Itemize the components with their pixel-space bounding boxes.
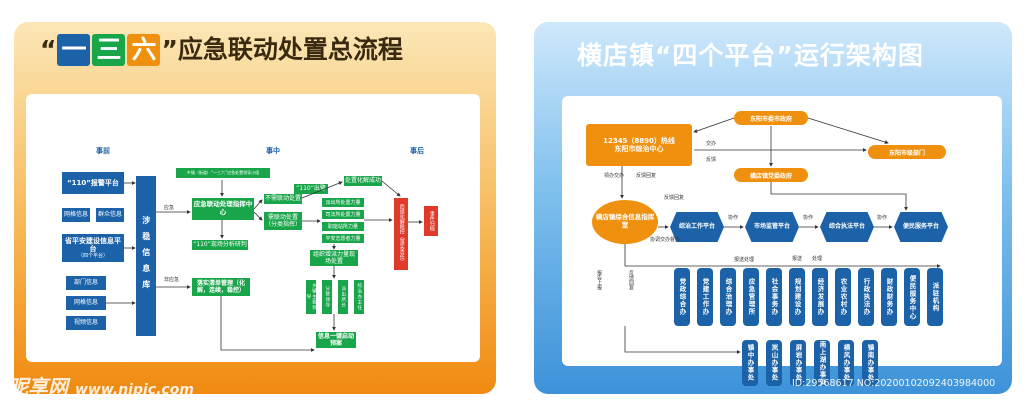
phase-during: 事中 xyxy=(266,147,280,155)
right-title: 横店镇“四个平台”运行架构图 xyxy=(577,41,924,70)
box-dept-info: 部门信息 xyxy=(66,276,106,290)
office-4: 南上湖办事处 xyxy=(814,340,830,386)
weiwen-info-column: 涉稳信息库 xyxy=(136,176,156,336)
hex-market-platform: 市场监管平台 xyxy=(745,212,799,242)
title-highlight-2: 三 xyxy=(92,34,126,66)
box-archive: 事件归档 xyxy=(424,206,438,236)
province-platform-label: 省平安建设信息平台 xyxy=(65,236,121,253)
dept-12: 派驻机构 xyxy=(927,268,943,326)
label-feedback-reply: 反馈回复 xyxy=(636,173,657,179)
label-report-up: 报告上报 xyxy=(596,270,602,290)
title-rest: 应急联动处置总流程 xyxy=(177,35,403,64)
box-leading-group: 乡镇（街道）“一三六”应急处置领导小组 xyxy=(176,168,270,178)
box-force-2: 司法所处置力量 xyxy=(322,210,364,219)
label-report: 报送 xyxy=(792,256,803,262)
dept-2: 党建工作办 xyxy=(697,268,713,326)
dept-11: 便民服务中心 xyxy=(904,268,920,326)
box-province-platform: 省平安建设信息平台 （四个平台） xyxy=(62,234,124,262)
dept-10: 财政财务办 xyxy=(881,268,897,326)
watermark-brand-text: 昵享网 xyxy=(8,375,68,399)
label-collab-3: 协作 xyxy=(877,215,888,221)
box-linkage: 需联动处置（分类指挥） xyxy=(264,212,302,230)
box-public-info: 群众信息 xyxy=(96,208,124,222)
office-5: 横风办事处 xyxy=(838,340,854,386)
watermark-id: ID:29568617 NO:20200102092403984000 xyxy=(792,378,996,389)
dept-5: 社会事务办 xyxy=(766,268,782,326)
box-town-government: 横店镇党委政府 xyxy=(734,168,808,182)
office-1: 镇中办事处 xyxy=(742,340,758,386)
box-followup-column: 后续化解稳控（落实责任） xyxy=(394,198,408,270)
left-title: “一三六”应急联动处置总流程 xyxy=(40,30,403,66)
hex-enforcement-platform: 综合执法平台 xyxy=(820,212,874,242)
box-reinforce: 组织增派力量现场处置 xyxy=(310,250,358,266)
box-force-3: 职能站所力量 xyxy=(322,222,364,231)
dept-7: 经济发展办 xyxy=(812,268,828,326)
box-command-center: 应急联动处理指挥中心 xyxy=(192,198,254,220)
label-assign: 交办 xyxy=(706,141,717,147)
small-col-4: 综治办主任 xyxy=(354,280,364,314)
label-feedback-reply-2: 反馈回复 xyxy=(664,195,685,201)
box-grid-info: 网格信息 xyxy=(62,208,90,222)
label-lead-assign: 领办交办 xyxy=(604,173,625,179)
label-report-handle: 报送处理 xyxy=(734,257,755,263)
label-non-emergency: 非应急 xyxy=(164,277,180,283)
box-no-linkage: 不需联动处置 xyxy=(264,194,302,204)
quote-close: ” xyxy=(161,35,178,64)
phase-after: 事后 xyxy=(410,147,424,155)
title-highlight-1: 一 xyxy=(57,34,91,66)
office-3: 屏岩办事处 xyxy=(790,340,806,386)
box-force-1: 派出所处置力量 xyxy=(322,198,364,207)
dept-4: 应急管理所 xyxy=(743,268,759,326)
hex-governance-platform: 综治工作平台 xyxy=(670,212,724,242)
label-collab-1: 协作 xyxy=(728,215,739,221)
dept-1: 党政综合办 xyxy=(674,268,690,326)
province-platform-sub: （四个平台） xyxy=(77,253,108,260)
box-grid-info-2: 网格信息 xyxy=(66,296,106,310)
small-col-3: 派出所长 xyxy=(338,280,348,314)
dept-9: 行政执法办 xyxy=(858,268,874,326)
box-town-command-center: 横店镇综合信息指挥室 xyxy=(592,200,658,244)
office-2: 岚山办事处 xyxy=(766,340,782,386)
watermark-url: www.nipic.com xyxy=(74,382,194,398)
box-resolved: 处置化解成功 xyxy=(344,176,382,186)
phase-before: 事前 xyxy=(96,147,110,155)
dept-6: 规划建设办 xyxy=(789,268,805,326)
box-city-government: 东阳市委市政府 xyxy=(734,111,808,125)
box-110-dispatch: “110”出警 xyxy=(294,184,328,194)
label-feedback-reply-3: 反馈回复 xyxy=(628,270,634,290)
box-force-4: 平安志愿者力量 xyxy=(322,234,364,243)
small-col-1: 乡镇主要领导 xyxy=(306,280,316,314)
hex-service-platform: 便民服务平台 xyxy=(894,212,948,242)
dept-8: 农业农村办 xyxy=(835,268,851,326)
box-video-info: 视频信息 xyxy=(66,316,106,330)
label-coordinate: 协调交办督办 xyxy=(650,237,681,243)
quote-open: “ xyxy=(40,35,57,64)
label-collab-2: 协作 xyxy=(803,215,814,221)
box-list-management: 落实清单管理（化解，连续，稳控） xyxy=(192,278,250,296)
box-city-departments: 东阳市级部门 xyxy=(868,145,946,159)
box-one-click-plan: 信息一键启动预案 xyxy=(316,332,356,348)
title-highlight-3: 六 xyxy=(127,34,161,66)
small-col-2: 分管领导 xyxy=(322,280,332,314)
box-110-platform: “110”报警平台 xyxy=(62,172,124,194)
label-handle: 处理 xyxy=(812,256,823,262)
office-6: 镇南办事处 xyxy=(862,340,878,386)
box-hotline: 12345（8890）热线 东阳市综治中心 xyxy=(586,124,692,166)
label-emergency: 应急 xyxy=(164,205,175,211)
label-feedback: 反馈 xyxy=(706,157,717,163)
watermark-brand: 昵享网 www.nipic.com xyxy=(8,371,194,400)
box-110-analysis: “110”现场分析研判 xyxy=(192,240,248,250)
dept-3: 综合治理办 xyxy=(720,268,736,326)
